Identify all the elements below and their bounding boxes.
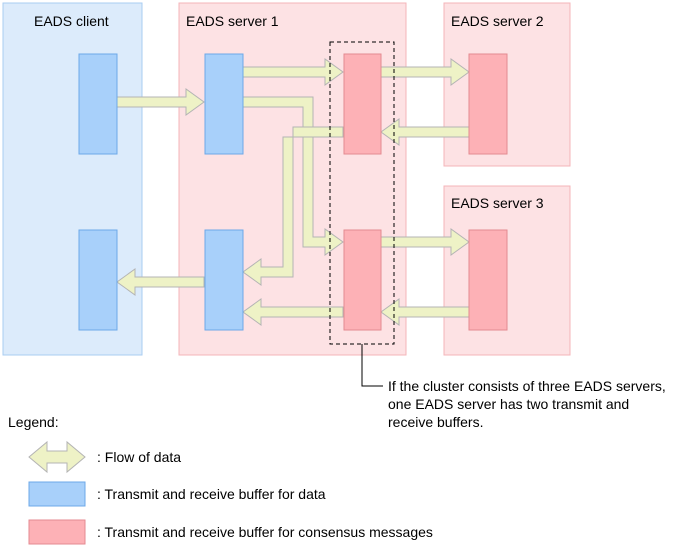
legend-data-buffer-swatch xyxy=(28,481,86,507)
consensus-buffers-highlight xyxy=(329,41,395,345)
legend-consensus-buffer-swatch xyxy=(28,519,86,545)
eads-server3-label: EADS server 3 xyxy=(451,195,544,211)
double-arrow-icon xyxy=(28,440,86,474)
flow-arrow-consensus-top-to-server2 xyxy=(380,58,470,86)
server1-data-buffer-bottom xyxy=(204,229,244,331)
flow-arrow-consensus-bottom-to-server3 xyxy=(380,228,470,256)
flow-arrow-client-to-server1 xyxy=(116,88,205,116)
server3-consensus-buffer xyxy=(468,229,508,331)
flow-arrow-server1-to-consensus-top xyxy=(242,58,344,86)
flow-arrow-server3-to-consensus-bottom xyxy=(380,298,470,326)
client-buffer-top xyxy=(78,53,118,155)
client-buffer-bottom xyxy=(78,229,118,331)
flow-arrow-consensus-top-to-server1 xyxy=(242,126,344,286)
callout-line xyxy=(361,344,383,387)
legend-consensus-buffer-label: : Transmit and receive buffer for consen… xyxy=(97,524,433,540)
note-line-1: If the cluster consists of three EADS se… xyxy=(388,378,666,394)
note-line-2: one EADS server has two transmit and xyxy=(388,396,630,412)
flow-arrow-server1-to-client xyxy=(116,268,205,296)
eads-server2-label: EADS server 2 xyxy=(451,13,544,29)
legend-flow-label: : Flow of data xyxy=(97,449,182,465)
server2-consensus-buffer xyxy=(468,53,508,155)
flow-arrow-server2-to-consensus-top xyxy=(380,118,470,146)
eads-server1-label: EADS server 1 xyxy=(186,13,279,29)
note-line-3: receive buffers. xyxy=(388,414,484,430)
eads-client-region xyxy=(2,2,143,356)
server1-data-buffer-top xyxy=(204,53,244,155)
legend-title: Legend: xyxy=(8,414,59,430)
flow-arrow-server1-to-consensus-bottom xyxy=(242,96,344,256)
server1-consensus-buffer-bottom xyxy=(343,229,382,331)
legend-data-buffer-label: : Transmit and receive buffer for data xyxy=(97,486,326,502)
eads-client-label: EADS client xyxy=(34,13,109,29)
server1-consensus-buffer-top xyxy=(343,53,382,155)
flow-arrow-consensus-bottom-to-server1 xyxy=(242,298,344,326)
